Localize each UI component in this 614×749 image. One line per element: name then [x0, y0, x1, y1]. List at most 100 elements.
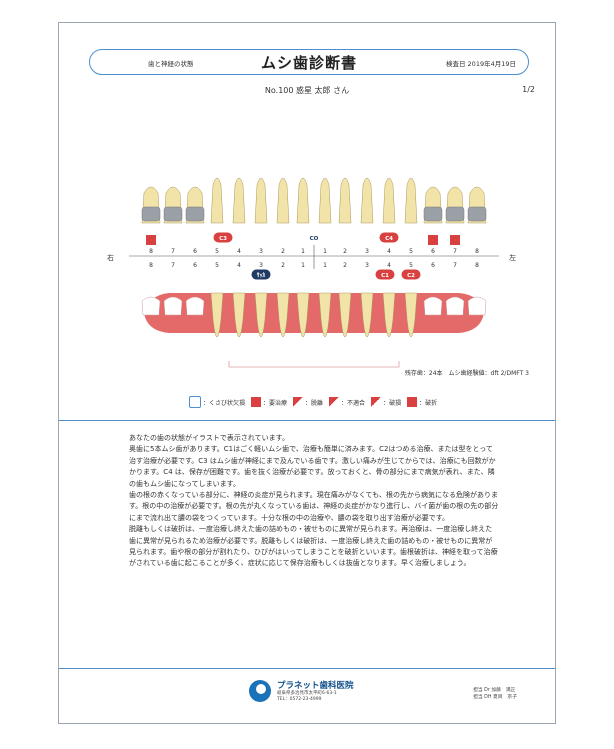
- clinic-logo-icon: [249, 680, 271, 702]
- clinic-name: プラネット歯科医院: [277, 681, 354, 691]
- misfit-icon: [329, 397, 340, 407]
- upper-tooth: [185, 186, 205, 224]
- lower-tooth: [467, 296, 487, 316]
- tooth-number: 7: [453, 248, 457, 255]
- tooth-number: 5: [215, 262, 219, 269]
- caries-badge: CO: [305, 233, 323, 242]
- tooth-number: 6: [193, 262, 197, 269]
- upper-tooth: [423, 186, 443, 224]
- tooth-number: 3: [259, 248, 263, 255]
- detachment-icon: [293, 397, 304, 407]
- tooth-number: 1: [323, 248, 327, 255]
- tooth-number: 4: [237, 248, 241, 255]
- upper-tooth: [467, 186, 487, 224]
- tooth-number: 4: [387, 248, 391, 255]
- broken-icon: [371, 397, 382, 407]
- tooth-number: 6: [431, 248, 435, 255]
- tooth-number: 3: [365, 262, 369, 269]
- legend-item: ：くさび状欠損: [189, 396, 245, 408]
- lower-tooth: [210, 292, 224, 338]
- tooth-number: 2: [343, 248, 347, 255]
- tooth-number: 3: [259, 262, 263, 269]
- lower-tooth: [141, 296, 161, 316]
- caries-badges: C3 CO C4 ｻｯｶ C1 C2: [213, 232, 421, 280]
- svg-text:C4: C4: [385, 236, 393, 242]
- upper-tooth: [382, 177, 396, 224]
- header-left-label: 歯と神経の状態: [148, 60, 194, 68]
- status-mark: [428, 235, 438, 245]
- clinic-info: プラネット歯科医院 岐阜県多治見市太平町6-63-1 TEL：0572-23-4…: [249, 679, 354, 703]
- upper-tooth: [254, 177, 268, 224]
- tooth-number: 2: [343, 262, 347, 269]
- lower-tooth: [382, 292, 396, 338]
- tooth-number: 4: [387, 262, 391, 269]
- upper-tooth: [276, 177, 290, 224]
- tooth-number: 5: [409, 262, 413, 269]
- upper-tooth: [445, 186, 465, 224]
- legend-item: ：要治療: [251, 397, 287, 407]
- svg-text:ｻｯｶ: ｻｯｶ: [257, 272, 266, 279]
- tooth-number: 7: [171, 248, 175, 255]
- summary-line: 残存歯：24本 ムシ歯経験値：dft 2/DMFT 3: [404, 370, 529, 377]
- legend: ：くさび状欠損 ：要治療 ：脱離 ：不適合 ：破損 ：破折: [189, 396, 437, 408]
- clinic-tel: TEL：0572-23-4999: [277, 697, 322, 702]
- tooth-number: 3: [365, 248, 369, 255]
- svg-text:C2: C2: [407, 273, 415, 279]
- staff-doctor: 担当 Dr 加藤 満正: [473, 688, 516, 693]
- lower-tooth: [276, 292, 290, 338]
- description-paragraph: あなたの歯の状態がイラストで表示されています。: [129, 434, 289, 442]
- left-label: 左: [509, 253, 516, 262]
- tooth-number: 4: [237, 262, 241, 269]
- upper-tooth: [360, 177, 374, 224]
- upper-tooth: [404, 177, 418, 224]
- tooth-number: 6: [193, 248, 197, 255]
- section-divider: [59, 420, 555, 421]
- lower-tooth: [185, 296, 205, 316]
- lower-tooth: [296, 292, 310, 338]
- lower-tooth: [445, 296, 465, 316]
- bracket-line: [228, 361, 400, 368]
- tooth-number: 7: [171, 262, 175, 269]
- lower-tooth: [254, 292, 268, 338]
- tooth-number: 2: [281, 248, 285, 255]
- page-title: ムシ歯診断書: [260, 54, 357, 72]
- description-paragraph: 奥歯に5本ムシ歯があります。C1はごく軽いムシ歯で、治療も簡単に済みます。C2は…: [129, 445, 496, 488]
- svg-text:C1: C1: [381, 273, 389, 279]
- legend-item: ：脱離: [293, 397, 323, 407]
- lower-tooth: [404, 292, 418, 338]
- description-paragraph: 脱離もしくは破折は、一度治療し終えた歯の詰めもの・被せものに異常が見られます。再…: [129, 525, 498, 568]
- lower-tooth: [423, 296, 443, 316]
- staff-hygienist: 担当 DH 夏目 京子: [473, 695, 517, 700]
- tooth-number: 1: [301, 248, 305, 255]
- upper-tooth: [318, 177, 332, 224]
- caries-badge: C3: [213, 232, 233, 243]
- svg-text:CO: CO: [310, 236, 319, 242]
- upper-tooth: [338, 177, 352, 224]
- legend-item: ：破損: [371, 397, 401, 407]
- svg-text:C3: C3: [219, 236, 227, 242]
- tooth-number: 7: [453, 262, 457, 269]
- tooth-number: 8: [475, 262, 479, 269]
- status-mark: [450, 235, 460, 245]
- diagnosis-sheet: 歯と神経の状態 ムシ歯診断書 検査日 2019年4月19日 No.100 惑星 …: [58, 22, 556, 724]
- footer-divider: [59, 668, 555, 669]
- upper-tooth: [163, 186, 183, 224]
- page-number: 1/2: [522, 85, 535, 94]
- right-label: 右: [107, 253, 114, 262]
- lower-tooth: [163, 296, 183, 316]
- caries-badge: C4: [379, 232, 399, 243]
- wedge-defect-icon: [189, 396, 201, 408]
- clinic-address: 岐阜県多治見市太平町6-63-1: [277, 691, 337, 696]
- caries-badge: C2: [401, 269, 421, 280]
- tooth-number: 6: [431, 262, 435, 269]
- lower-tooth: [338, 292, 352, 338]
- re-treatment-icon: [251, 397, 262, 407]
- tooth-number: 2: [281, 262, 285, 269]
- upper-tooth: [232, 177, 246, 224]
- description-text: あなたの歯の状態がイラストで表示されています。 奥歯に5本ムシ歯があります。C1…: [129, 433, 499, 570]
- lower-teeth: [141, 292, 487, 338]
- upper-teeth: [141, 177, 487, 224]
